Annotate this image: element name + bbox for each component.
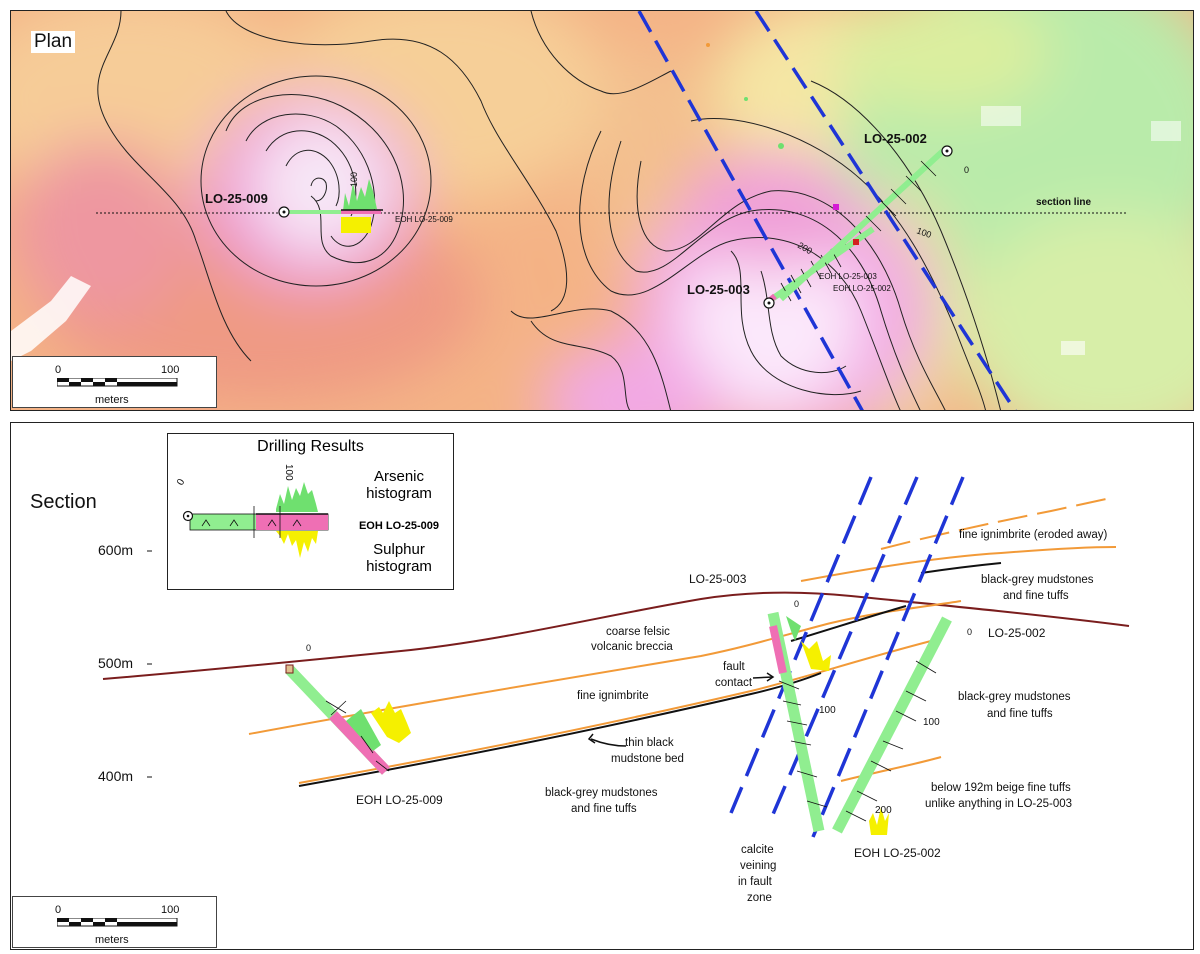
legend-sulphur-histogram: Sulphur histogram (366, 541, 432, 575)
section-eoh-label-lo-25-002: EOH LO-25-002 (854, 846, 941, 860)
section-fault-lines (729, 476, 965, 838)
section-scale-start: 0 (55, 904, 62, 916)
plan-hole-label-lo-25-002: LO-25-002 (864, 131, 927, 146)
label-fine-ignimbrite-eroded: fine ignimbrite (eroded away) (959, 529, 1107, 541)
label-beige-tuffs: unlike anything in LO-25-003 (925, 798, 1072, 810)
label-thin-black-bed: mudstone bed (611, 753, 684, 765)
label-beige-tuffs: below 192m beige fine tuffs (931, 782, 1071, 794)
legend-eoh-label: EOH LO-25-009 (358, 520, 440, 532)
label-breccia: coarse felsic (606, 626, 670, 638)
geochemistry-colour-field (11, 11, 1193, 410)
label-mudstones-right: black-grey mudstones (958, 691, 1071, 703)
elevation-ticks (147, 550, 152, 778)
section-depth-label: 0 (794, 599, 799, 609)
label-fault-contact: fault (723, 661, 746, 673)
plan-scale-start: 0 (55, 364, 62, 376)
plan-scale-unit: meters (95, 394, 129, 406)
plan-depth-label: 0 (964, 165, 969, 175)
plan-scale-graphic (57, 378, 178, 387)
cross-section-canvas: EOH LO-25-009 0 LO-25-003 0 100 (102, 476, 1130, 904)
label-mudstones-top: and fine tuffs (1003, 590, 1069, 602)
section-scale-graphic (57, 918, 178, 927)
section-scale-end: 100 (161, 904, 180, 916)
elevation-label-500: 500m (98, 655, 134, 671)
label-thin-black-bed: thin black (625, 737, 674, 749)
plan-map-panel: section line LO-25-009 EOH LO-25-009 (10, 10, 1194, 411)
label-breccia: volcanic breccia (591, 641, 673, 653)
label-mudstones-bottom: and fine tuffs (571, 803, 637, 815)
section-line-label: section line (1036, 197, 1091, 208)
label-calcite: zone (747, 892, 772, 904)
contour-lines (97, 11, 1002, 410)
plan-eoh-label-lo-25-009: EOH LO-25-009 (395, 215, 453, 224)
legend-title: Drilling Results (257, 438, 364, 455)
section-depth-label: 0 (967, 627, 972, 637)
drillhole-lo-25-002: LO-25-002 EOH LO-25-002 100 0 (706, 43, 969, 302)
section-hole-label-lo-25-002: LO-25-002 (988, 626, 1046, 640)
section-scale-unit: meters (95, 934, 129, 946)
section-drillhole-lo-25-009: EOH LO-25-009 0 (285, 643, 443, 807)
section-hole-label-lo-25-003: LO-25-003 (689, 572, 747, 586)
legend-depth-0: 0 (175, 477, 188, 488)
label-calcite: in fault (738, 876, 773, 888)
elevation-label-600: 600m (98, 542, 134, 558)
label-mudstones-bottom: black-grey mudstones (545, 787, 658, 799)
section-depth-label: 100 (819, 705, 836, 716)
label-fine-ignimbrite: fine ignimbrite (577, 690, 649, 702)
legend-arsenic-histogram: Arsenic histogram (366, 468, 432, 502)
section-drillhole-lo-25-002: LO-25-002 EOH LO-25-002 0 100 200 (832, 616, 1046, 860)
label-mudstones-top: black-grey mudstones (981, 574, 1094, 586)
annotation-arrows (587, 672, 775, 747)
legend-drillhole-graphic: 0 100 (175, 464, 329, 558)
label-fault-contact: contact (715, 677, 753, 689)
lithology-labels: fine ignimbrite (eroded away) black-grey… (545, 529, 1107, 904)
topography-surface (102, 591, 1130, 680)
section-scale-bar: 0 100 meters (12, 896, 217, 948)
plan-scale-end: 100 (161, 364, 180, 376)
label-mudstones-right: and fine tuffs (987, 708, 1053, 720)
label-calcite: calcite (741, 844, 774, 856)
section-title: Section (30, 491, 97, 513)
section-depth-label: 100 (923, 717, 940, 728)
plan-eoh-label-lo-25-002: EOH LO-25-002 (833, 284, 891, 293)
fault-lines (637, 11, 1017, 410)
drillhole-lo-25-009: LO-25-009 EOH LO-25-009 (205, 179, 453, 233)
label-calcite: veining (740, 860, 776, 872)
section-eoh-label-lo-25-009: EOH LO-25-009 (356, 793, 443, 807)
plan-hole-label-lo-25-003: LO-25-003 (687, 282, 750, 297)
plan-map-canvas: section line LO-25-009 EOH LO-25-009 (11, 11, 1193, 410)
section-depth-label: 200 (875, 805, 892, 816)
plan-hole-label-lo-25-009: LO-25-009 (205, 191, 268, 206)
legend-depth-100: 100 (283, 464, 294, 481)
section-depth-label: 0 (306, 643, 311, 653)
section-drillhole-lo-25-003: LO-25-003 0 100 (689, 572, 836, 833)
plan-scale-bar: 0 100 meters (12, 356, 217, 408)
drilling-results-legend: Drilling Results 0 100 Arsenic histogram… (167, 433, 454, 590)
plan-title: Plan (31, 31, 76, 53)
elevation-label-400: 400m (98, 768, 134, 784)
plan-depth-label: 100 (915, 225, 933, 240)
plan-depth-label: 100 (349, 172, 359, 187)
plan-eoh-label-lo-25-003: EOH LO-25-003 (819, 272, 877, 281)
